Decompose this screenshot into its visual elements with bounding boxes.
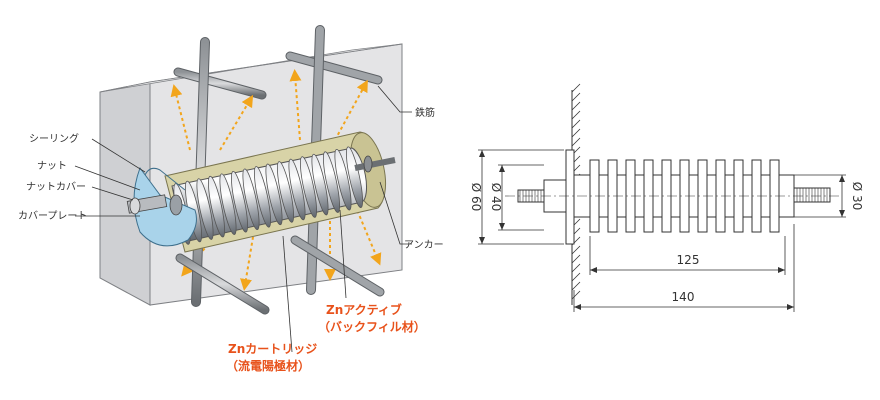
cartridge-fin bbox=[265, 163, 283, 226]
bolt-right bbox=[793, 187, 831, 203]
label-zn-cartridge-sub: （流電陽極材） bbox=[226, 358, 310, 373]
label-rebar: 鉄筋 bbox=[415, 106, 435, 119]
dimension-drawing: Ø 60 Ø 40 Ø 30 125 140 bbox=[469, 83, 864, 312]
cartridge-fin bbox=[346, 146, 363, 208]
cartridge-fin bbox=[208, 175, 225, 238]
dim-diameter-30: Ø 30 bbox=[850, 182, 864, 211]
rebar-back bbox=[173, 51, 383, 100]
label-anchor: アンカー bbox=[404, 239, 444, 251]
cartridge-fin bbox=[242, 168, 260, 231]
rebar-front bbox=[175, 235, 385, 315]
label-zn-cartridge: Znカートリッジ bbox=[228, 342, 317, 356]
cartridge-fin bbox=[254, 166, 271, 228]
cartridge-fin bbox=[300, 156, 317, 218]
cartridge-fin bbox=[277, 161, 294, 223]
dimension-arrowheads bbox=[479, 150, 845, 310]
cartridge-fin bbox=[196, 178, 214, 240]
label-zn-active-sub: （バックフィル材） bbox=[318, 319, 426, 334]
label-sealing: シーリング bbox=[29, 132, 79, 145]
dim-length-125: 125 bbox=[677, 253, 700, 267]
cartridge-fin bbox=[231, 171, 248, 233]
nut-assembly bbox=[126, 194, 183, 216]
dimension-lines bbox=[478, 149, 846, 312]
label-nut: ナット bbox=[37, 160, 67, 172]
dim-diameter-40: Ø 40 bbox=[489, 183, 503, 212]
cartridge-fin bbox=[288, 158, 306, 221]
dim-diameter-60: Ø 60 bbox=[469, 183, 483, 212]
label-zn-active: Znアクティブ bbox=[326, 302, 402, 317]
cartridge-fin bbox=[323, 151, 340, 213]
anchor-bolt bbox=[354, 155, 396, 173]
label-nut-cover: ナットカバー bbox=[26, 181, 86, 193]
dim-length-140: 140 bbox=[672, 290, 695, 304]
cartridge-fin bbox=[219, 173, 237, 235]
illustration-3d: シーリング ナット ナットカバー カバープレート 鉄筋 アンカー Znアクティブ… bbox=[18, 25, 444, 373]
cartridge-fin bbox=[311, 153, 329, 216]
leader-lines bbox=[74, 85, 412, 353]
flange-plate bbox=[565, 149, 575, 245]
cartridge-fin bbox=[334, 148, 352, 211]
label-cover-plate: カバープレート bbox=[18, 210, 87, 222]
